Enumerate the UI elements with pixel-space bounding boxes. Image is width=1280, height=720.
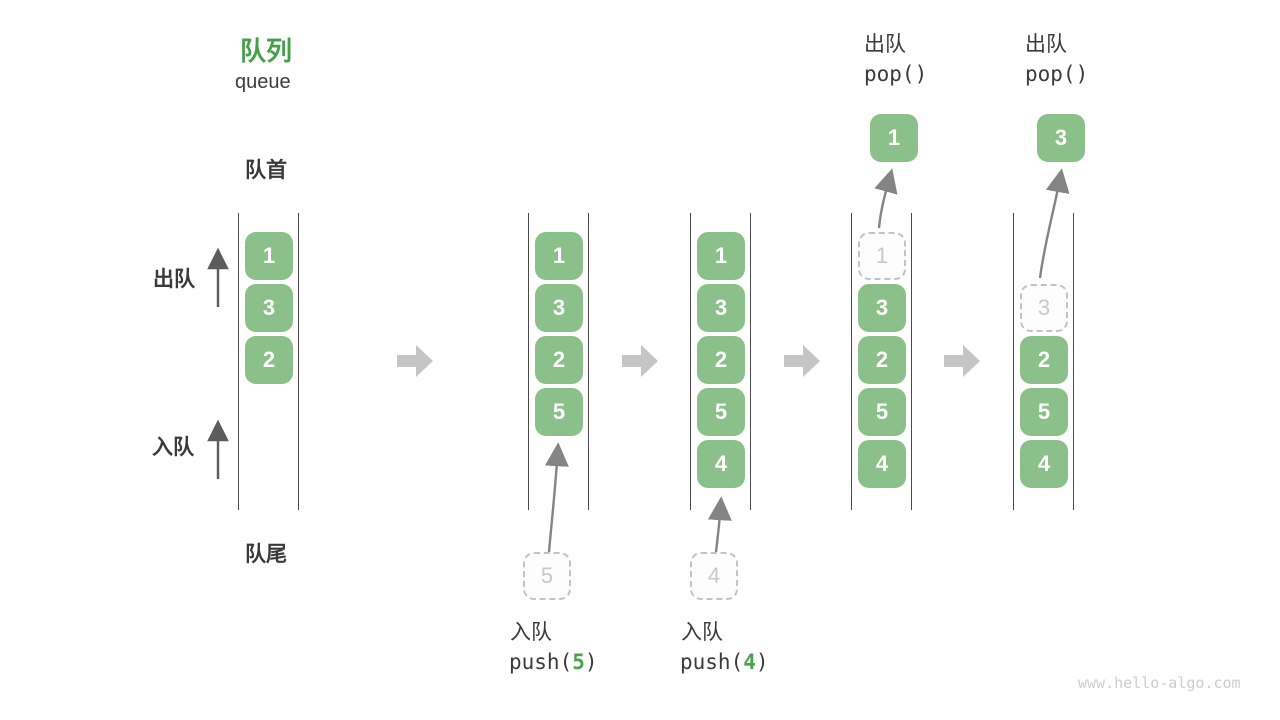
op-label-zh: 入队 — [510, 621, 552, 644]
op-fn: pop( — [864, 62, 915, 86]
queue-item: 3 — [535, 284, 583, 332]
queue-item: 1 — [535, 232, 583, 280]
op-label-zh: 出队 — [1025, 33, 1067, 56]
queue-item: 3 — [858, 284, 906, 332]
queue-item: 2 — [1020, 336, 1068, 384]
queue-channel-5 — [1013, 213, 1074, 510]
front-label: 队首 — [245, 159, 287, 182]
queue-channel-4 — [851, 213, 912, 510]
op-code: push(5) — [509, 650, 598, 674]
queue-item: 5 — [1020, 388, 1068, 436]
queue-item: 4 — [858, 440, 906, 488]
diagram-title-en: queue — [235, 71, 291, 93]
op-close: ) — [914, 62, 928, 86]
dequeue-label: 出队 — [153, 268, 195, 291]
op-label-zh: 入队 — [681, 621, 723, 644]
queue-item: 5 — [858, 388, 906, 436]
queue-item: 1 — [697, 232, 745, 280]
queue-item: 4 — [1020, 440, 1068, 488]
queue-item: 4 — [697, 440, 745, 488]
op-fn: push( — [509, 650, 573, 674]
queue-channel-3 — [690, 213, 751, 510]
queue-channel-1 — [238, 213, 299, 510]
popped-item: 3 — [1037, 114, 1085, 162]
ghost-item-removed: 3 — [1020, 284, 1068, 332]
enqueue-label: 入队 — [152, 436, 194, 459]
op-label-zh: 出队 — [864, 33, 906, 56]
ghost-item-incoming: 4 — [690, 552, 738, 600]
queue-item: 1 — [245, 232, 293, 280]
queue-channel-2 — [528, 213, 589, 510]
queue-item: 3 — [697, 284, 745, 332]
queue-item: 2 — [697, 336, 745, 384]
op-code: push(4) — [680, 650, 769, 674]
op-fn: push( — [680, 650, 744, 674]
op-code: pop() — [1025, 62, 1088, 86]
popped-item: 1 — [870, 114, 918, 162]
rear-label: 队尾 — [245, 543, 287, 566]
watermark: www.hello-algo.com — [1078, 674, 1241, 692]
transition-arrow-icon — [944, 345, 980, 377]
transition-arrow-icon — [397, 345, 433, 377]
ghost-item-incoming: 5 — [523, 552, 571, 600]
op-fn: pop( — [1025, 62, 1076, 86]
op-code: pop() — [864, 62, 927, 86]
queue-item: 5 — [535, 388, 583, 436]
transition-arrow-icon — [784, 345, 820, 377]
transition-arrow-icon — [622, 345, 658, 377]
op-arg: 4 — [743, 650, 756, 674]
ghost-item-removed: 1 — [858, 232, 906, 280]
queue-item: 2 — [858, 336, 906, 384]
queue-item: 2 — [245, 336, 293, 384]
op-arg: 5 — [572, 650, 585, 674]
queue-item: 5 — [697, 388, 745, 436]
queue-item: 2 — [535, 336, 583, 384]
op-close: ) — [584, 650, 598, 674]
queue-item: 3 — [245, 284, 293, 332]
op-close: ) — [755, 650, 769, 674]
diagram-title-zh: 队列 — [240, 36, 293, 66]
op-close: ) — [1075, 62, 1089, 86]
